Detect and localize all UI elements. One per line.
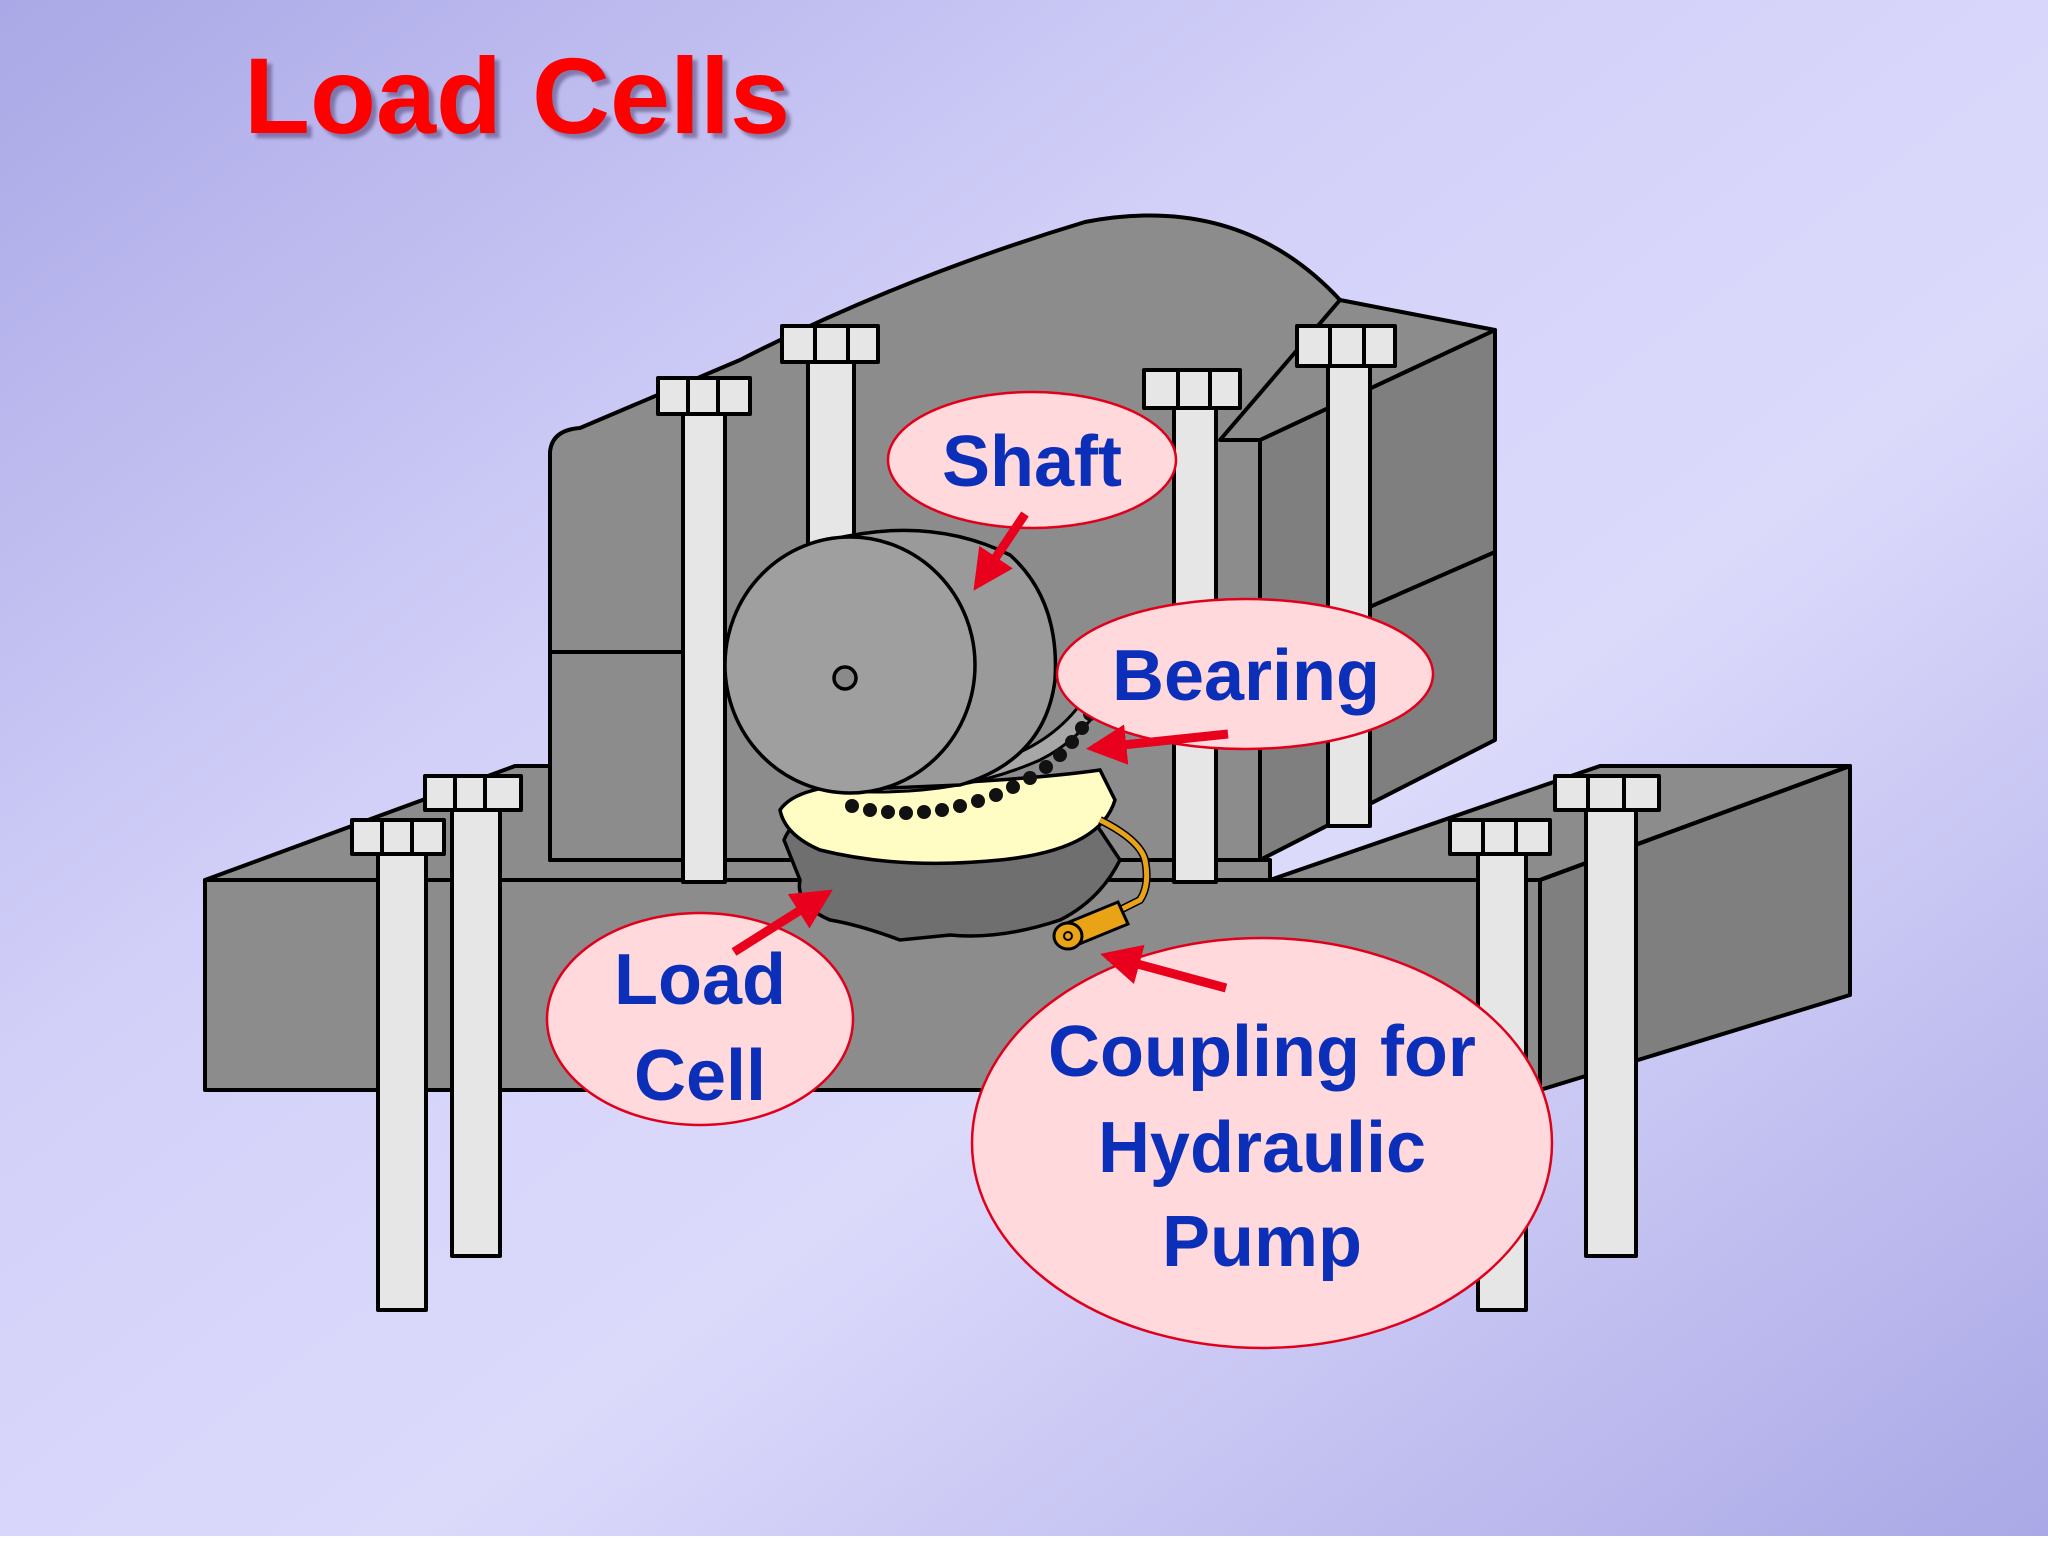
bolt-head <box>423 774 523 812</box>
shaft-bubble <box>886 390 1178 530</box>
callouts <box>545 390 1554 1350</box>
bolt-head <box>350 818 446 856</box>
bolt-head <box>1553 774 1661 812</box>
shaft-label: Shaft <box>942 422 1122 502</box>
arrows <box>731 511 1229 993</box>
load-cell-label-line-1: Load <box>614 940 786 1020</box>
hydraulic-coupling <box>1052 816 1151 951</box>
bolt-head <box>1142 368 1242 410</box>
slide-title: Load Cells <box>244 35 791 156</box>
load-cell-bubble <box>545 911 855 1127</box>
bolt-head <box>656 376 752 416</box>
bolt-shank <box>1326 362 1372 828</box>
bolt-shank <box>376 848 428 1312</box>
bolt-shank <box>681 408 727 884</box>
bolt-head <box>780 324 880 364</box>
coupling-label-line-2: Hydraulic <box>1098 1108 1426 1188</box>
coupling-label-line-3: Pump <box>1162 1202 1362 1282</box>
bolt-shank <box>450 804 502 1258</box>
coupling-label-line-1: Coupling for <box>1048 1012 1476 1092</box>
bolt-shank <box>1584 802 1638 1258</box>
bearing-arrow <box>1085 724 1229 765</box>
bolt-head <box>1448 818 1552 856</box>
bearing-bubble <box>1055 597 1435 751</box>
bearing-label: Bearing <box>1112 636 1380 716</box>
load-cell-label-line-2: Cell <box>634 1036 766 1116</box>
coupling-arrow <box>1100 944 1228 993</box>
bolt-head <box>1295 324 1397 368</box>
coupling-bubble <box>970 936 1554 1350</box>
load-cell-arrow <box>731 889 833 956</box>
shaft-arrow <box>973 511 1029 591</box>
shaft-shape <box>723 528 1058 795</box>
